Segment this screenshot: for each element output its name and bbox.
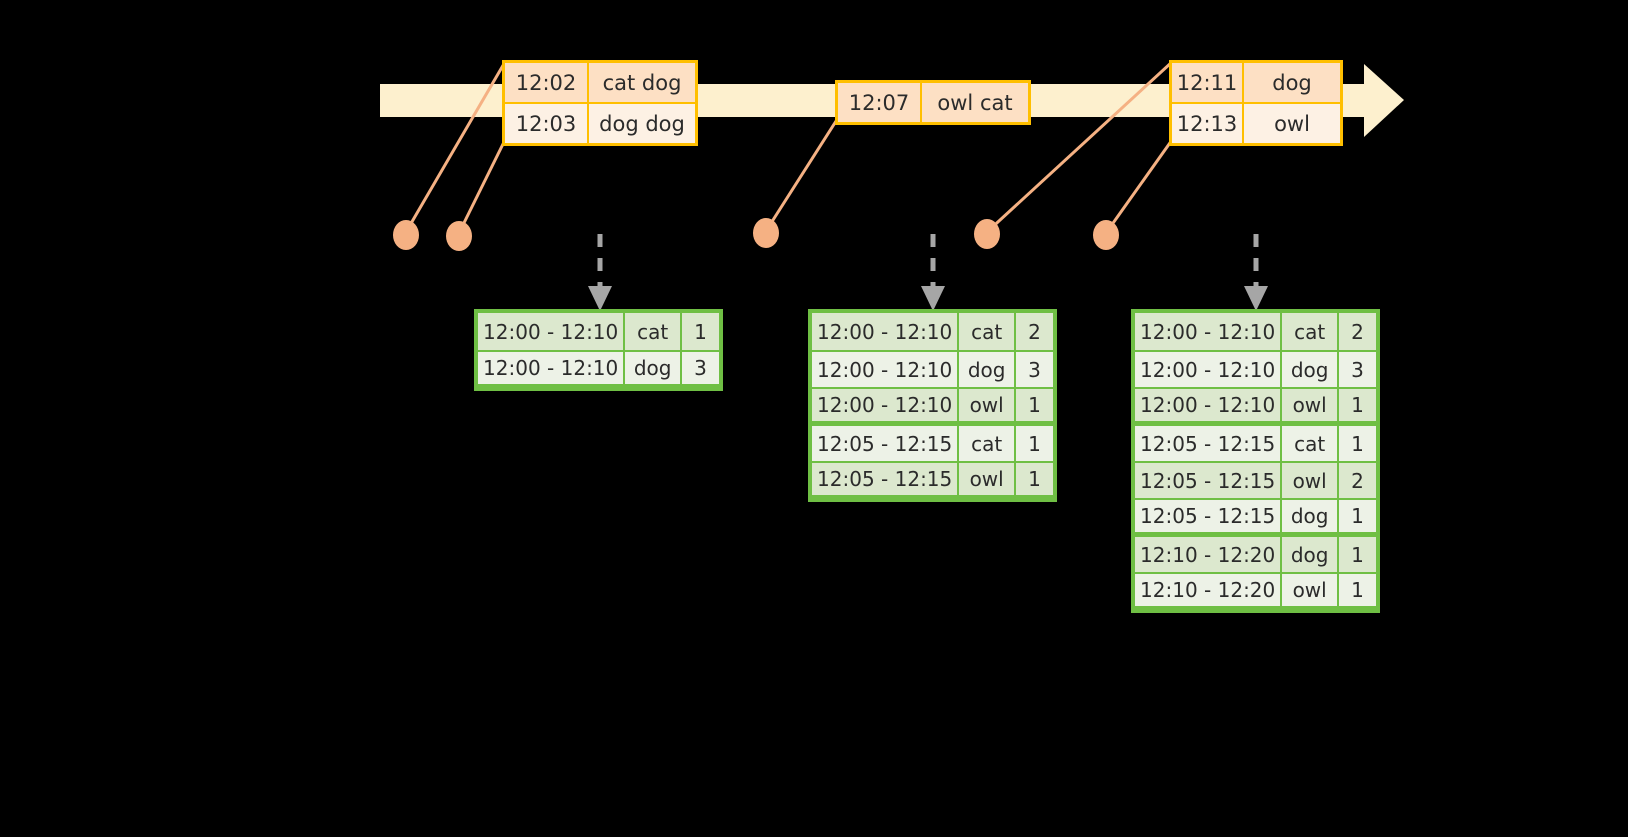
trigger-arrow-3 xyxy=(1244,234,1268,311)
event-words: owl xyxy=(1244,104,1340,143)
word-cell: cat xyxy=(625,313,682,350)
count-cell: 1 xyxy=(1015,463,1054,495)
count-cell: 2 xyxy=(1338,463,1377,498)
window-cell: 12:00 - 12:10 xyxy=(812,389,960,421)
window-cell: 12:05 - 12:15 xyxy=(1135,426,1283,461)
count-cell: 2 xyxy=(1015,313,1054,350)
event-row: 12:02 cat dog xyxy=(505,63,695,102)
count-cell: 3 xyxy=(681,352,720,384)
event-words: cat dog xyxy=(589,63,695,102)
window-cell: 12:00 - 12:10 xyxy=(812,313,960,350)
count-cell: 3 xyxy=(1338,352,1377,387)
window-cell: 12:00 - 12:10 xyxy=(478,313,626,350)
word-cell: owl xyxy=(959,389,1016,421)
count-cell: 1 xyxy=(1015,389,1054,421)
word-cell: owl xyxy=(959,463,1016,495)
word-cell: dog xyxy=(1282,352,1339,387)
marker-dots xyxy=(393,218,1119,251)
event-time: 12:03 xyxy=(505,104,589,143)
count-cell: 2 xyxy=(1338,313,1377,350)
event-time: 12:07 xyxy=(838,83,922,122)
count-cell: 1 xyxy=(1338,389,1377,421)
word-cell: dog xyxy=(1282,500,1339,532)
word-cell: cat xyxy=(959,426,1016,461)
word-cell: owl xyxy=(1282,463,1339,498)
trigger-arrow-1 xyxy=(588,234,612,311)
window-cell: 12:10 - 12:20 xyxy=(1135,574,1283,606)
word-cell: cat xyxy=(1282,313,1339,350)
event-row: 12:11 dog xyxy=(1172,63,1340,102)
word-cell: cat xyxy=(1282,426,1339,461)
window-cell: 12:05 - 12:15 xyxy=(812,463,960,495)
window-cell: 12:00 - 12:10 xyxy=(812,352,960,387)
trigger-arrows xyxy=(588,234,1268,311)
count-cell: 1 xyxy=(681,313,720,350)
window-cell: 12:05 - 12:15 xyxy=(1135,463,1283,498)
word-cell: dog xyxy=(959,352,1016,387)
event-words: dog dog xyxy=(589,104,695,143)
count-cell: 3 xyxy=(1015,352,1054,387)
window-cell: 12:00 - 12:10 xyxy=(1135,389,1283,421)
event-marker-1213 xyxy=(1093,220,1119,250)
event-time: 12:02 xyxy=(505,63,589,102)
event-box-2: 12:07 owl cat xyxy=(835,80,1031,125)
event-marker-1203 xyxy=(446,221,472,251)
event-marker-1211 xyxy=(974,219,1000,249)
word-cell: owl xyxy=(1282,389,1339,421)
trigger-arrow-2 xyxy=(921,234,945,311)
event-time: 12:11 xyxy=(1172,63,1244,102)
window-cell: 12:00 - 12:10 xyxy=(1135,352,1283,387)
word-cell: owl xyxy=(1282,574,1339,606)
event-row: 12:13 owl xyxy=(1172,102,1340,143)
event-box-3: 12:11 dog 12:13 owl xyxy=(1169,60,1343,146)
word-cell: dog xyxy=(625,352,682,384)
event-words: dog xyxy=(1244,63,1340,102)
window-cell: 12:05 - 12:15 xyxy=(812,426,960,461)
event-time: 12:13 xyxy=(1172,104,1244,143)
event-row: 12:07 owl cat xyxy=(838,83,1028,122)
event-row: 12:03 dog dog xyxy=(505,102,695,143)
count-cell: 1 xyxy=(1338,574,1377,606)
window-cell: 12:10 - 12:20 xyxy=(1135,537,1283,572)
word-cell: cat xyxy=(959,313,1016,350)
event-words: owl cat xyxy=(922,83,1028,122)
word-cell: dog xyxy=(1282,537,1339,572)
window-cell: 12:00 - 12:10 xyxy=(1135,313,1283,350)
window-cell: 12:05 - 12:15 xyxy=(1135,500,1283,532)
event-box-1: 12:02 cat dog 12:03 dog dog xyxy=(502,60,698,146)
event-marker-1207 xyxy=(753,218,779,248)
window-cell: 12:00 - 12:10 xyxy=(478,352,626,384)
count-cell: 1 xyxy=(1338,426,1377,461)
count-cell: 1 xyxy=(1338,500,1377,532)
count-cell: 1 xyxy=(1338,537,1377,572)
count-cell: 1 xyxy=(1015,426,1054,461)
event-marker-1202 xyxy=(393,220,419,250)
